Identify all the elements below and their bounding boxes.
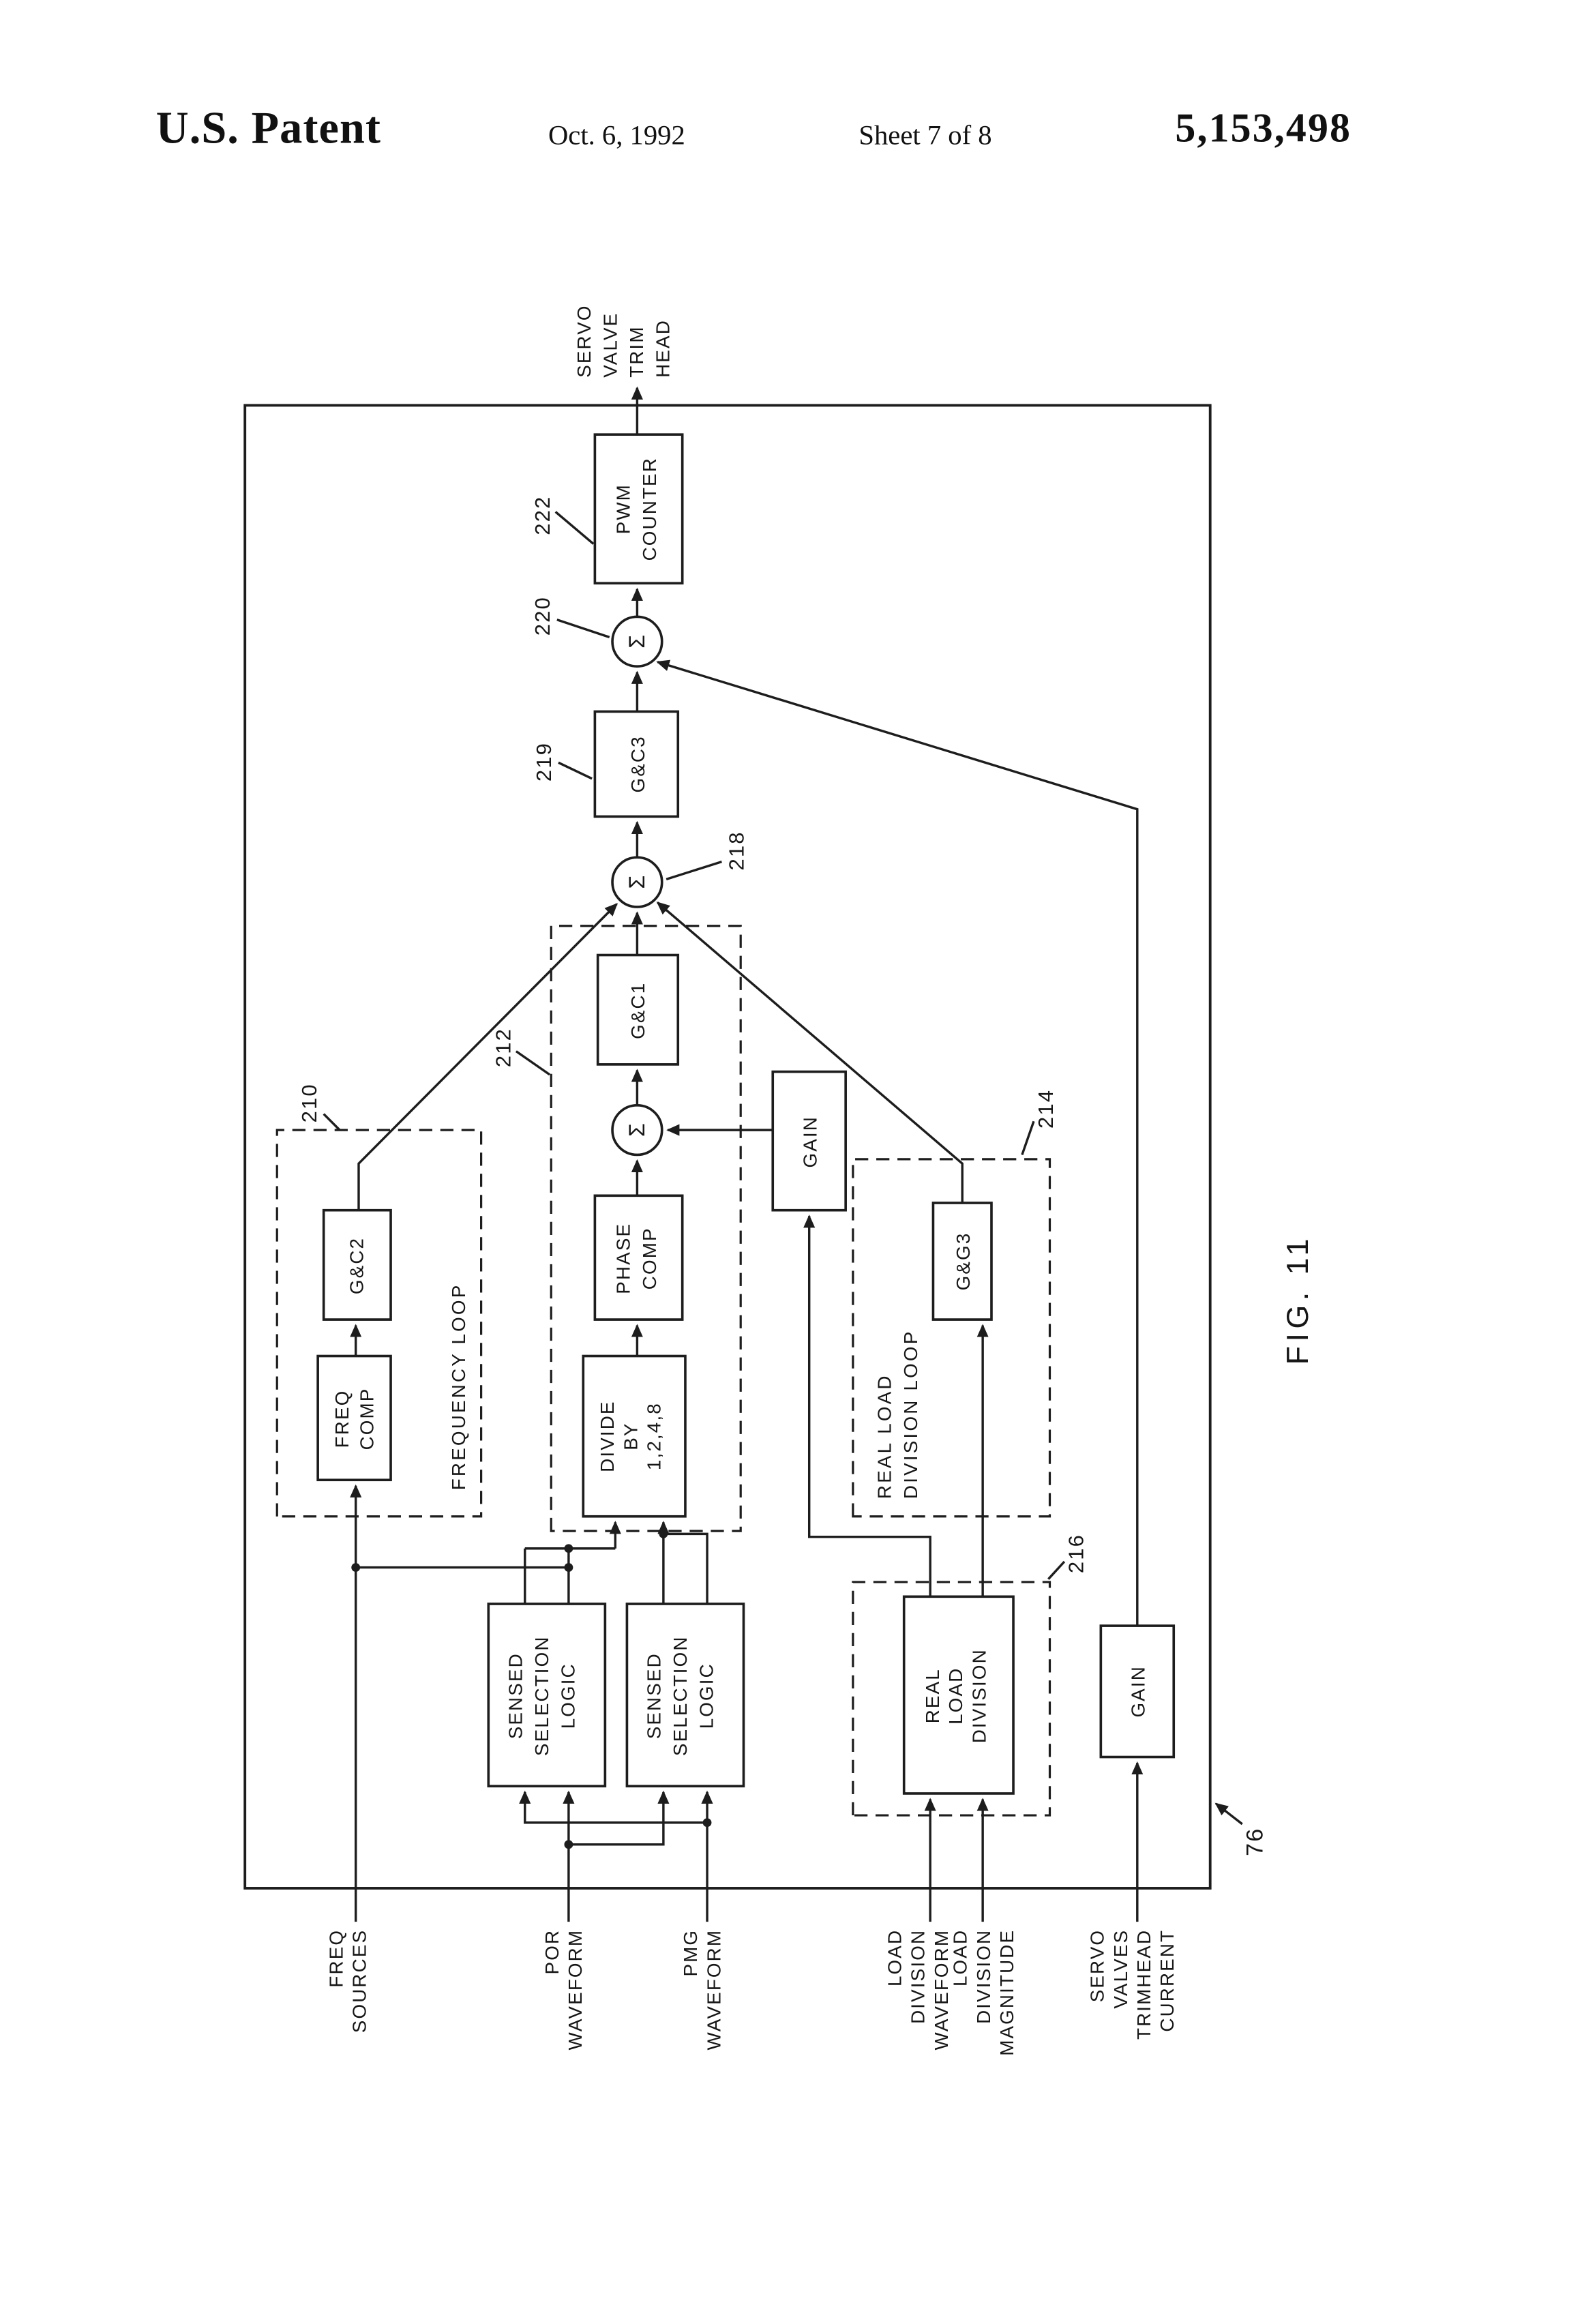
block-gain-upper: GAIN: [771, 1070, 847, 1212]
sigma-symbol: Σ: [625, 635, 649, 649]
input-freq-sources: FREQ SOURCES: [325, 1929, 370, 2033]
por-waveform-line-2: WAVEFORM: [565, 1929, 586, 2051]
block-diagram: FREQUENCY LOOP REAL LOAD DIVISION LOOP: [243, 304, 1315, 2056]
rld-label-1: REAL: [922, 1668, 943, 1723]
patent-header-title: U.S. Patent: [155, 102, 382, 153]
signal-wires: [350, 386, 1144, 1922]
svtc-line-4: CURRENT: [1156, 1929, 1178, 2032]
ref-220: 220: [531, 596, 554, 636]
figure-label: FIG. 11: [1280, 1234, 1315, 1365]
block-gain-lower: GAIN: [1099, 1624, 1176, 1759]
input-por-waveform: POR WAVEFORM: [541, 1929, 586, 2051]
block-freq-comp: FREQ COMP: [316, 1354, 392, 1482]
block-phase-comp: PHASE COMP: [593, 1194, 684, 1321]
divide-by-label-3: 1,2,4,8: [644, 1402, 665, 1470]
input-servo-valves-trimhead-current: SERVO VALVES TRIMHEAD CURRENT: [1087, 1929, 1178, 2040]
ssl2-label-1: SENSED: [644, 1652, 665, 1739]
gain-lower-label: GAIN: [1127, 1665, 1148, 1717]
reference-numerals: 222 220 219 218 212 210 214 216: [297, 496, 1088, 1580]
block-sensed-selection-logic-1: SENSED SELECTION LOGIC: [487, 1603, 607, 1788]
input-pmg-waveform: PMG WAVEFORM: [680, 1929, 724, 2051]
gc3-label: G&C3: [627, 735, 648, 792]
ref-218: 218: [724, 831, 748, 870]
output-line-1: SERVO: [573, 304, 595, 377]
svtc-line-3: TRIMHEAD: [1133, 1929, 1154, 2040]
ssl2-label-3: LOGIC: [696, 1663, 717, 1729]
ref-219: 219: [532, 742, 556, 781]
figure-area: FREQUENCY LOOP REAL LOAD DIVISION LOOP: [233, 190, 1341, 2143]
svtc-line-1: SERVO: [1087, 1929, 1108, 2002]
patent-number: 5,153,498: [1175, 106, 1352, 152]
freq-sources-line-2: SOURCES: [349, 1929, 370, 2033]
pmg-waveform-line-1: PMG: [680, 1929, 701, 1977]
block-divide-by: DIVIDE BY 1,2,4,8: [582, 1354, 687, 1518]
real-load-division-loop-label-1: REAL LOAD: [874, 1373, 895, 1499]
gg3-label: G&G3: [953, 1232, 974, 1291]
real-load-division-loop-label-2: DIVISION LOOP: [900, 1330, 921, 1500]
gc1-label: G&C1: [627, 982, 648, 1039]
output-line-3: TRIM: [626, 325, 647, 377]
ssl1-label-2: SELECTION: [531, 1635, 552, 1756]
ref-212: 212: [491, 1028, 515, 1067]
output-servo-valve-trim-head: SERVO VALVE TRIM HEAD: [573, 304, 673, 377]
divide-by-label-2: BY: [620, 1422, 641, 1450]
real-load-division-dashed-box: [852, 1581, 1051, 1817]
input-load-division-magnitude: LOAD DIVISION MAGNITUDE: [950, 1929, 1017, 2056]
summing-junction-212: Σ: [611, 1103, 663, 1157]
frequency-loop-box: FREQUENCY LOOP: [275, 1129, 483, 1518]
ssl2-label-2: SELECTION: [670, 1635, 691, 1756]
ldm-line-1: LOAD: [950, 1929, 971, 1986]
freq-comp-label-2: COMP: [356, 1388, 377, 1450]
frequency-loop-label: FREQUENCY LOOP: [448, 1283, 469, 1490]
phase-comp-label-1: PHASE: [613, 1223, 634, 1294]
pwm-counter-label-1: PWM: [613, 483, 634, 534]
summing-junction-218: Σ: [611, 856, 663, 908]
system-ref-76: 76: [1214, 1802, 1268, 1856]
real-load-division-loop-box: REAL LOAD DIVISION LOOP: [852, 1158, 1051, 1518]
sigma-symbol: Σ: [625, 1123, 649, 1137]
ssl1-label-1: SENSED: [505, 1652, 526, 1739]
freq-comp-label-1: FREQ: [331, 1390, 353, 1448]
phase-comp-label-2: COMP: [639, 1227, 660, 1290]
block-gc3: G&C3: [593, 710, 680, 818]
summing-junction-220: Σ: [611, 615, 663, 668]
gain-upper-label: GAIN: [799, 1116, 820, 1167]
pwm-counter-label-2: COUNTER: [639, 457, 660, 561]
block-sensed-selection-logic-2: SENSED SELECTION LOGIC: [625, 1603, 745, 1788]
ref-210: 210: [297, 1083, 321, 1122]
sigma-symbol: Σ: [625, 876, 649, 889]
system-outer-box: [243, 404, 1212, 1890]
phase-loop-box: [550, 925, 742, 1532]
por-waveform-line-1: POR: [541, 1929, 563, 1975]
ssl1-label-3: LOGIC: [557, 1663, 578, 1729]
freq-sources-line-1: FREQ: [325, 1929, 346, 1988]
ldw-line-3: WAVEFORM: [931, 1929, 952, 2051]
ldm-line-3: MAGNITUDE: [996, 1929, 1017, 2056]
output-line-2: VALVE: [599, 312, 621, 378]
ref-216: 216: [1064, 1534, 1088, 1573]
input-load-division-waveform: LOAD DIVISION WAVEFORM: [884, 1929, 951, 2051]
rld-label-2: LOAD: [945, 1667, 966, 1725]
rld-label-3: DIVISION: [968, 1648, 989, 1743]
ref-222: 222: [531, 496, 554, 535]
ref-76: 76: [1242, 1828, 1268, 1856]
divide-by-label-1: DIVIDE: [597, 1400, 618, 1472]
figure-rotated-canvas: FREQUENCY LOOP REAL LOAD DIVISION LOOP: [233, 190, 1341, 2143]
block-gg3: G&G3: [931, 1202, 993, 1321]
gc2-label: G&C2: [346, 1237, 367, 1294]
block-gc2: G&C2: [322, 1208, 392, 1321]
output-line-4: HEAD: [652, 319, 673, 378]
svtc-line-2: VALVES: [1110, 1929, 1131, 2009]
pmg-waveform-line-2: WAVEFORM: [703, 1929, 724, 2051]
patent-header-sheet: Sheet 7 of 8: [859, 121, 992, 152]
ref-214: 214: [1034, 1089, 1058, 1129]
ldm-line-2: DIVISION: [973, 1929, 994, 2024]
ldw-line-2: DIVISION: [908, 1929, 929, 2024]
block-gc1: G&C1: [596, 953, 680, 1066]
ldw-line-1: LOAD: [884, 1929, 905, 1986]
patent-header-date: Oct. 6, 1992: [548, 121, 685, 152]
block-pwm-counter: PWM COUNTER: [593, 433, 684, 585]
block-real-load-division: REAL LOAD DIVISION: [902, 1595, 1015, 1795]
